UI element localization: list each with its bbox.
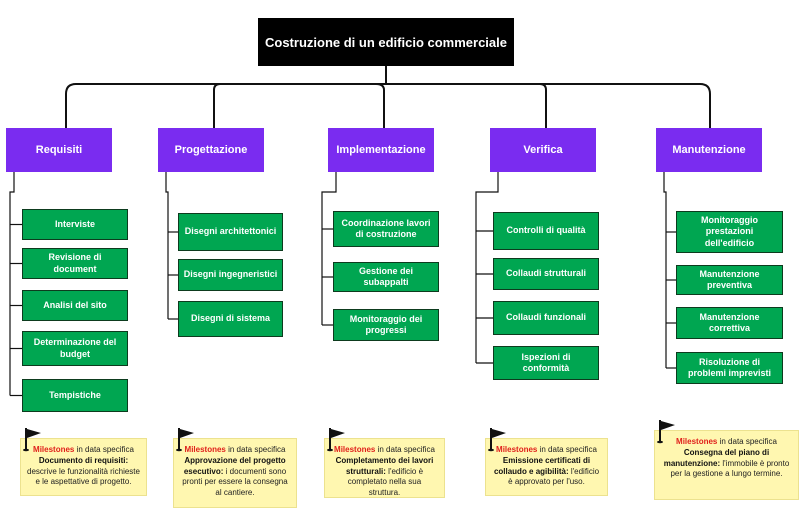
flag-icon (23, 428, 41, 452)
phase-verifica: Verifica (490, 128, 596, 172)
milestone-title: Emissione certificati di collaudo e agib… (493, 455, 591, 476)
milestone-description: descrive le funzionalità richieste e le … (27, 466, 140, 487)
task-coordinazione-lavori-di-costruzione: Coordinazione lavori di costruzione (333, 211, 439, 247)
connector-spine (321, 172, 337, 325)
phase-manutenzione: Manutenzione (656, 128, 762, 172)
task-manutenzione-preventiva: Manutenzione preventiva (676, 265, 783, 295)
task-collaudi-funzionali: Collaudi funzionali (493, 301, 599, 335)
flag-icon (488, 428, 506, 452)
milestone-keyword: Milestones (33, 445, 75, 454)
milestone-description: l'edificio è approvato per l'uso. (508, 466, 600, 487)
milestone-keyword: Milestones (184, 445, 226, 454)
task-disegni-architettonici: Disegni architettonici (178, 213, 283, 251)
task-collaudi-strutturali: Collaudi strutturali (493, 258, 599, 290)
connector-spine (165, 172, 169, 319)
task-disegni-ingegneristici: Disegni ingegneristici (178, 259, 283, 291)
phase-requisiti: Requisiti (6, 128, 112, 172)
milestone-title: Completamento dei lavori strutturali: (335, 455, 434, 476)
task-manutenzione-correttiva: Manutenzione correttiva (676, 307, 783, 339)
milestone-keyword: Milestones (334, 445, 376, 454)
connector-spine (663, 172, 667, 368)
connector-spine (9, 172, 15, 396)
task-determinazione-del-budget: Determinazione del budget (22, 331, 128, 366)
task-analisi-del-sito: Analisi del sito (22, 290, 128, 321)
phase-progettazione: Progettazione (158, 128, 264, 172)
milestone-keyword: Milestones (676, 437, 718, 446)
milestone-date-text: in data specifica (375, 445, 435, 454)
task-gestione-dei-subappalti: Gestione dei subappalti (333, 262, 439, 292)
connector-phase-4 (539, 83, 547, 129)
milestone-date-text: in data specifica (225, 445, 286, 454)
connector-bus (65, 83, 711, 129)
milestone-description: i documenti sono pronti per essere la co… (182, 466, 288, 498)
milestone-date-text: in data specifica (717, 437, 777, 446)
milestone-title: Documento di requisiti: (38, 455, 129, 465)
phase-implementazione: Implementazione (328, 128, 434, 172)
task-tempistiche: Tempistiche (22, 379, 128, 412)
task-monitoraggio-dei-progressi: Monitoraggio dei progressi (333, 309, 439, 341)
connector-phase-2 (213, 83, 221, 129)
milestone-keyword: Milestones (496, 445, 538, 454)
milestone-date-text: in data specifica (537, 445, 597, 454)
flag-icon (327, 428, 345, 452)
task-ispezioni-di-conformita: Ispezioni di conformità (493, 346, 599, 380)
task-risoluzione-di-problemi-imprevisti: Risoluzione di problemi imprevisti (676, 352, 783, 384)
task-revisione-di-document: Revisione di document (22, 248, 128, 279)
project-title: Costruzione di un edificio commerciale (258, 18, 514, 66)
milestone-description: l'immobile è pronto per la gestione a lu… (670, 458, 790, 479)
task-interviste: Interviste (22, 209, 128, 240)
task-monitoraggio-prestazioni-dell-edificio: Monitoraggio prestazioni dell'edificio (676, 211, 783, 253)
milestone-date-text: in data specifica (74, 445, 134, 454)
task-disegni-di-sistema: Disegni di sistema (178, 301, 283, 337)
flag-icon (176, 428, 194, 452)
milestone-title: Consegna del piano di manutenzione: (663, 447, 770, 468)
flag-icon (657, 420, 675, 444)
connector-phase-3 (375, 83, 385, 129)
task-controlli-di-qualita: Controlli di qualità (493, 212, 599, 250)
milestone-description: l'edificio è completato nella sua strutt… (347, 466, 424, 498)
milestone-title: Approvazione del progetto esecutivo: (183, 455, 286, 476)
